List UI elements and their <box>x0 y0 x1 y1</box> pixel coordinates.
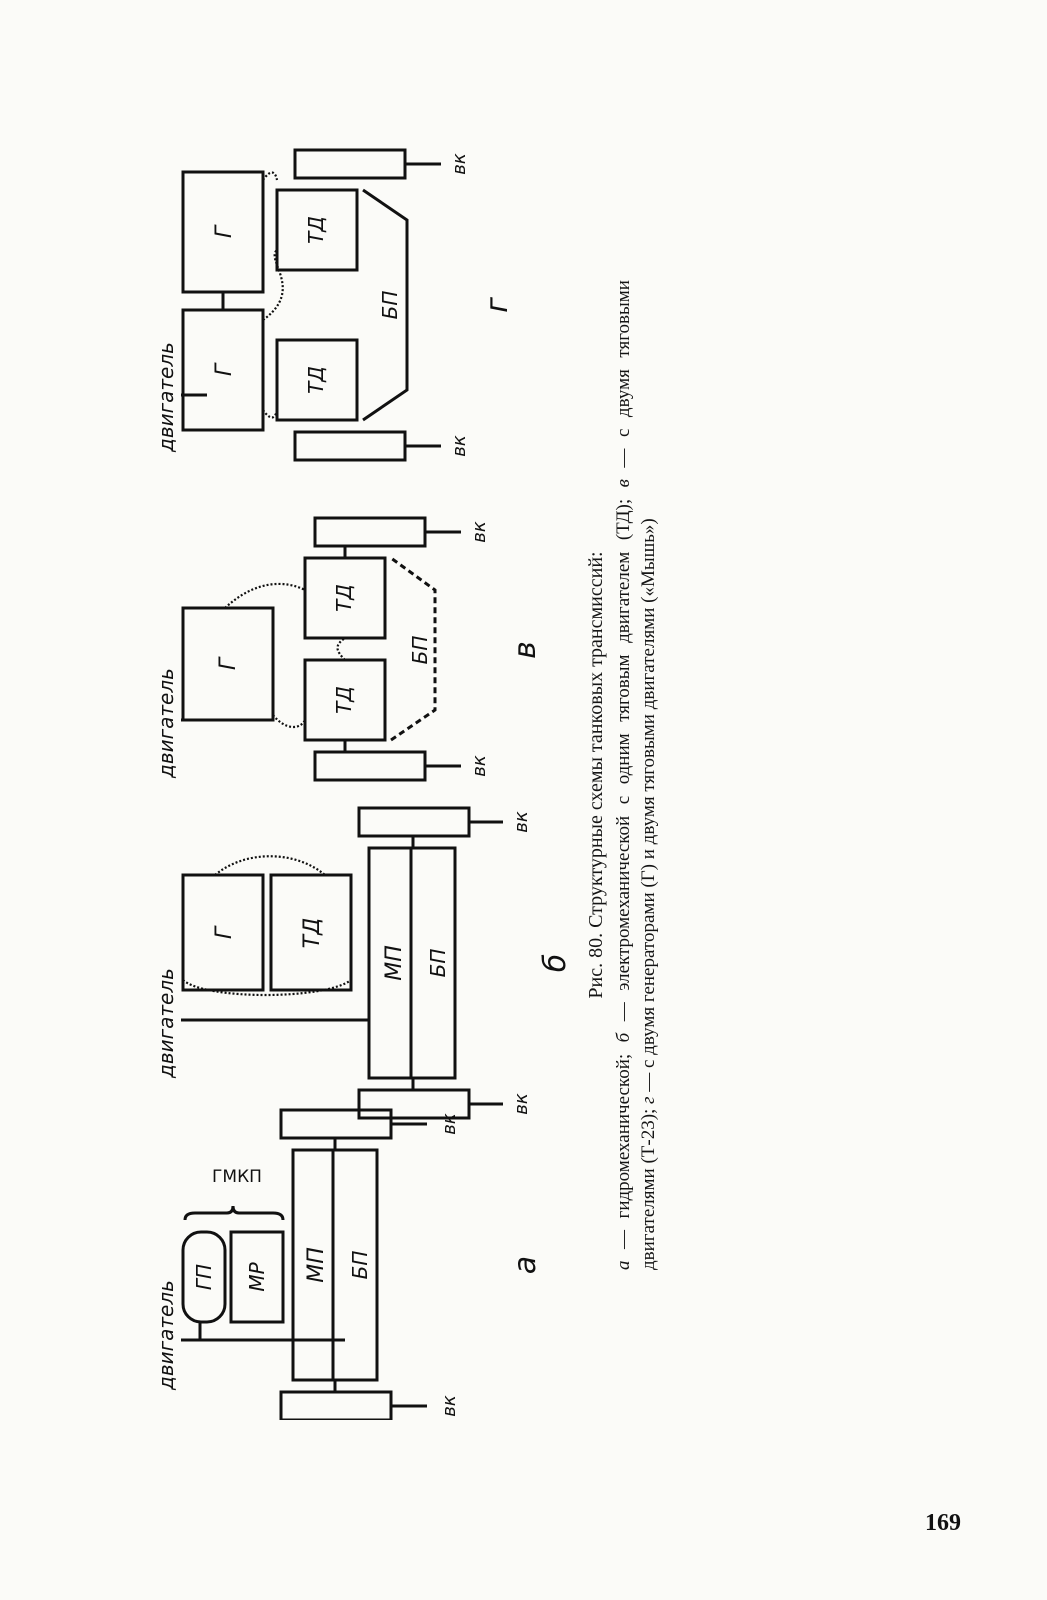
diagram-a: двигатель ГП МР ГМКП МП БП вк <box>154 1108 543 1420</box>
diagram-g-wheel-label-right: вк <box>449 153 470 175</box>
diagram-b: двигатель Г ТД МП БП вк вк <box>154 806 573 1120</box>
block-td-left-label-g: ТД <box>304 366 328 394</box>
block-td-left-g <box>275 338 359 422</box>
diagram-g-wheel-label-left: вк <box>449 435 470 457</box>
block-mp-label-b: МП <box>382 945 407 981</box>
block-g1-label: Г <box>212 362 237 376</box>
block-bp-label: БП <box>348 1251 372 1280</box>
block-bp-label-v: БП <box>408 636 432 665</box>
block-gp-label: ГП <box>192 1264 216 1290</box>
diagram-a-wheel-label-left: вк <box>439 1395 460 1417</box>
diagram-b-engine-label: двигатель <box>154 968 178 1079</box>
block-td-left-label-v: ТД <box>332 686 356 714</box>
block-td-label: ТД <box>300 918 325 949</box>
block-g2-label: Г <box>212 224 237 238</box>
block-g <box>181 873 265 992</box>
caption-key-a: а <box>613 1260 634 1271</box>
block-mr-label: МР <box>245 1261 269 1291</box>
diagram-v-engine-label: двигатель <box>154 668 178 779</box>
diagram-a-wheel-label-right: вк <box>439 1113 460 1135</box>
block-td <box>269 873 353 992</box>
block-bp-label-g: БП <box>378 291 402 320</box>
diagram-v: двигатель Г ТД ТД БП вк вк <box>154 516 543 782</box>
caption-title: Рис. 80. Структурные схемы танковых тран… <box>585 551 607 999</box>
diagram-b-wheel-label-left: вк <box>511 1093 532 1115</box>
block-bp-label-b: БП <box>426 949 450 978</box>
caption-key-g: г <box>638 1096 659 1104</box>
gmkp-label: ГМКП <box>212 1167 262 1187</box>
caption-key-b: б <box>613 1032 634 1043</box>
block-g-v <box>181 606 275 722</box>
caption-key-v: в <box>613 479 634 488</box>
diagram-v-label: в <box>508 641 543 659</box>
figure-caption: Рис. 80. Структурные схемы танковых тран… <box>583 280 661 1270</box>
caption-text-b: — электромеханической с одним тяговым дв… <box>613 487 634 1033</box>
diagram-b-label: б <box>538 954 573 973</box>
diagram-v-wheel-label-right: вк <box>469 521 490 543</box>
diagram-a-engine-label: двигатель <box>154 1280 178 1391</box>
block-td-right-g <box>275 188 359 272</box>
caption-text-a: — гидромеханической; <box>613 1042 634 1261</box>
diagram-g-label: г <box>480 297 515 313</box>
transmission-diagrams: двигатель ГП МР ГМКП МП БП вк <box>154 148 573 1420</box>
diagram-v-wheel-label-left: вк <box>469 755 490 777</box>
block-mr <box>229 1230 285 1324</box>
block-td-right-label-v: ТД <box>332 584 356 612</box>
caption-text-g: — с двумя генераторами (Г) и двумя тягов… <box>638 518 659 1097</box>
caption-body: а — гидромеханической; б — электромехани… <box>611 280 661 1270</box>
diagram-g: двигатель Г Г ТД ТД БП вк <box>154 148 515 462</box>
rotated-figure: двигатель ГП МР ГМКП МП БП вк <box>145 140 705 1420</box>
diagram-b-wheel-label-right: вк <box>511 811 532 833</box>
block-gp <box>181 1230 227 1324</box>
diagram-a-label: а <box>508 1256 543 1274</box>
block-g-label: Г <box>212 925 237 939</box>
block-td-right-label-g: ТД <box>304 216 328 244</box>
block-g2 <box>181 170 265 294</box>
block-g-label-v: Г <box>216 656 241 670</box>
page-number: 169 <box>925 1510 961 1536</box>
block-mp-label: МП <box>304 1247 329 1283</box>
diagram-g-engine-label: двигатель <box>154 342 178 453</box>
